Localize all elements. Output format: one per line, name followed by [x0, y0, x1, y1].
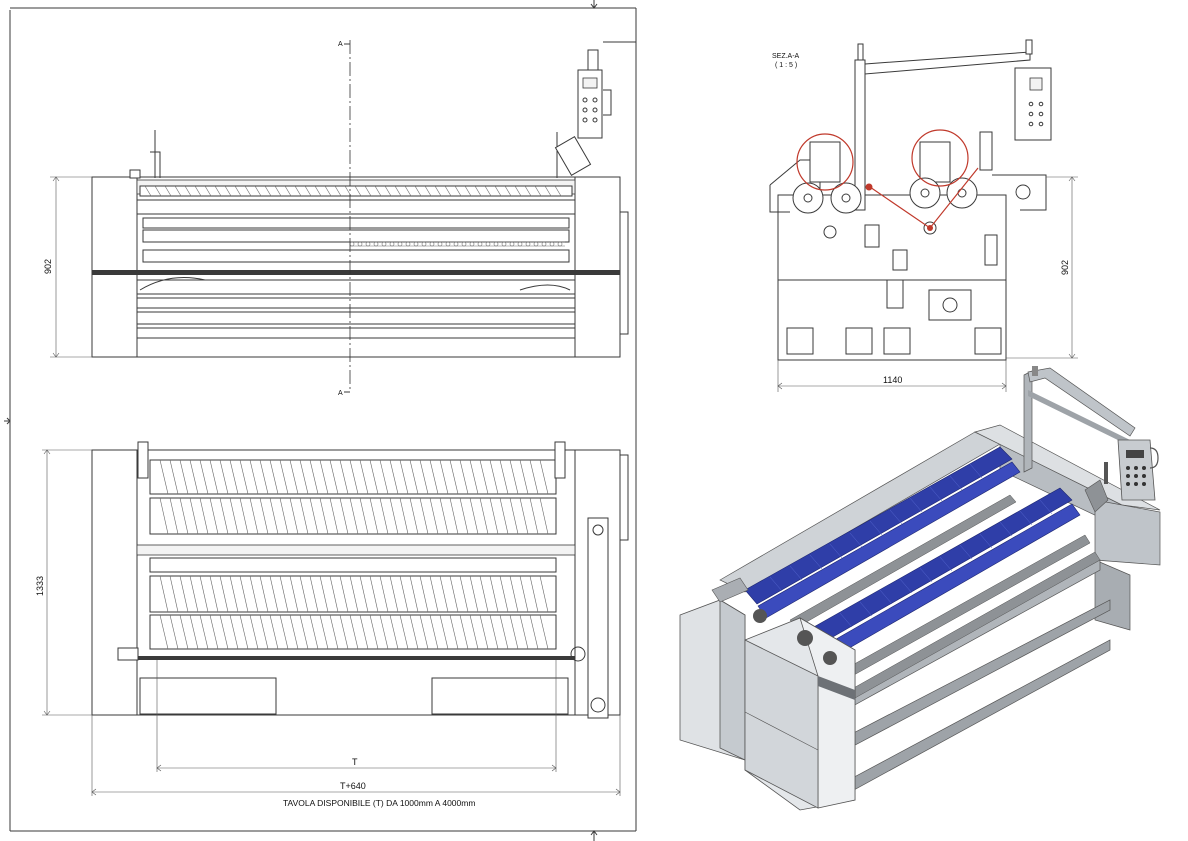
section-height-label: 902: [1060, 260, 1070, 275]
front-height-label: 902: [43, 259, 53, 274]
plan-roller-band-2: [149, 497, 557, 535]
section-width-label: 1140: [883, 375, 902, 385]
plan-t-dimension: T: [156, 660, 557, 772]
section-rollers: [792, 129, 979, 239]
section-mark-bottom: A: [338, 390, 343, 397]
section-mark-top: A: [338, 41, 343, 48]
plan-caption: TAVOLA DISPONIBILE (T) DA 1000mm A 4000m…: [283, 798, 475, 808]
iso-roller-front: [811, 487, 1101, 699]
plan-roller-band-1: [149, 459, 557, 495]
section-width-dimension: 1140: [777, 360, 1007, 392]
front-chain: [349, 241, 563, 247]
section-title: SEZ.A-A: [772, 53, 800, 60]
plan-view: 1333 T T+640 TAVOLA DISPONIBILE (T) DA 1…: [35, 441, 629, 808]
section-height-dimension: 902: [1006, 176, 1078, 359]
iso-roller-rear: [744, 446, 1021, 629]
plan-tplus-label: T+640: [340, 781, 366, 791]
plan-t-label: T: [352, 757, 358, 767]
front-view: A A 902: [43, 40, 636, 397]
plan-depth-dimension: 1333: [35, 449, 92, 716]
plan-roller-band-4: [149, 614, 557, 650]
isometric-render: [679, 366, 1161, 811]
section-view: SEZ.A-A ( 1 : 5 ): [769, 39, 1078, 392]
front-height-dimension: 902: [43, 176, 92, 358]
plan-depth-label: 1333: [35, 576, 45, 596]
plan-tplus-dimension: T+640: [91, 715, 621, 796]
plan-roller-band-3: [149, 575, 557, 613]
sheet-border: [4, 0, 637, 841]
front-roller-row: [139, 185, 573, 197]
section-scale: ( 1 : 5 ): [775, 62, 797, 69]
